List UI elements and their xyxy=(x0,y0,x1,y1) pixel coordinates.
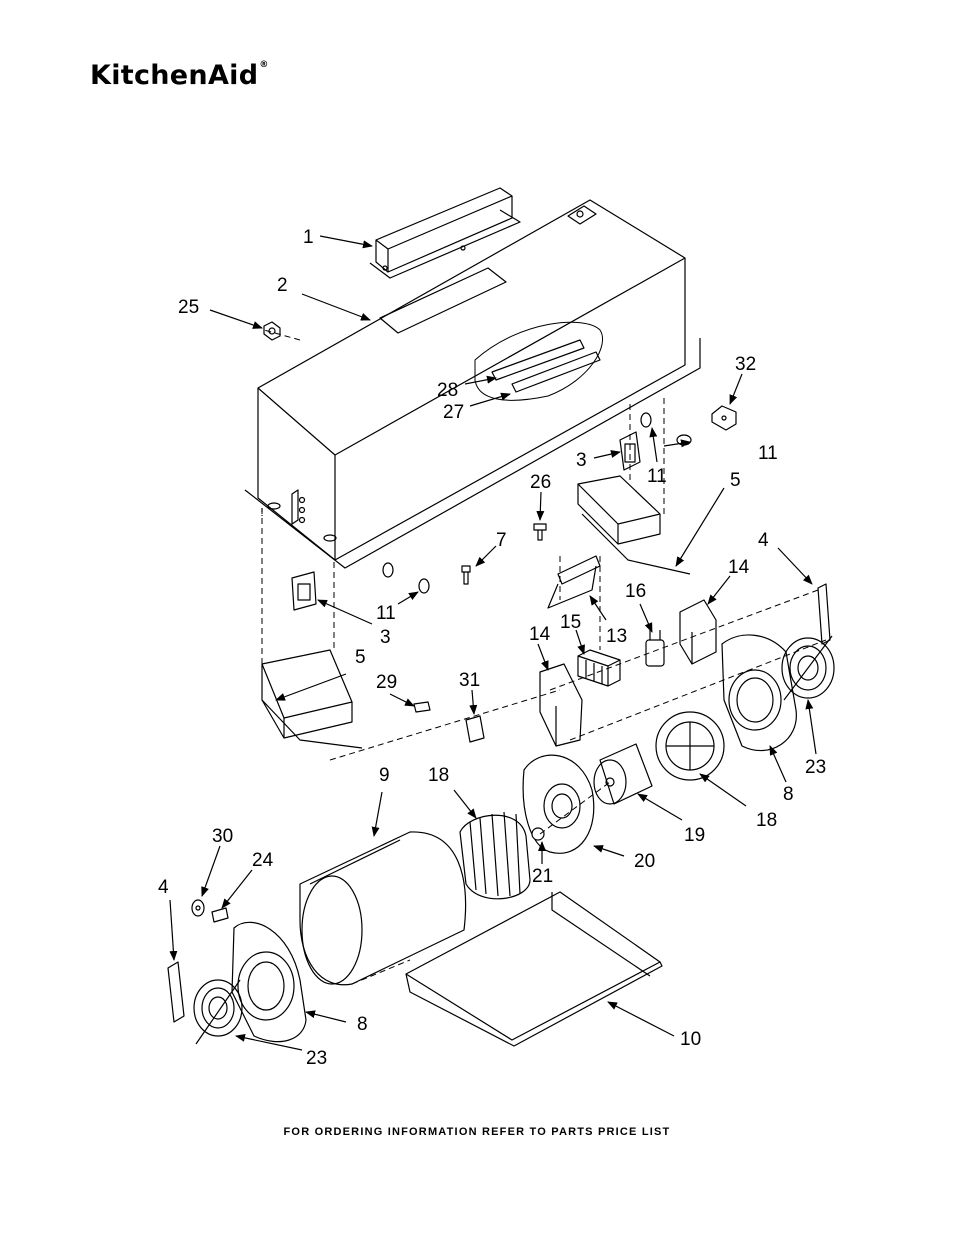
part-21-nut xyxy=(532,828,544,840)
part-3-switch-lower xyxy=(292,572,316,610)
callout-21: 21 xyxy=(532,866,553,887)
part-16-capacitor xyxy=(646,630,664,666)
callout-8-left: 8 xyxy=(357,1014,368,1035)
callout-3-upper: 3 xyxy=(576,450,587,471)
part-4-plate-left xyxy=(168,962,184,1022)
callout-30: 30 xyxy=(212,826,233,847)
callout-19: 19 xyxy=(684,825,705,846)
part-8-blower-housing-left xyxy=(232,922,306,1041)
callout-25: 25 xyxy=(178,297,199,318)
callout-16: 16 xyxy=(625,581,646,602)
part-29-screw xyxy=(414,702,430,712)
part-19-motor xyxy=(594,744,652,804)
part-24-bolt xyxy=(212,908,228,922)
part-15-terminal-block xyxy=(578,650,620,686)
ordering-info-footer: FOR ORDERING INFORMATION REFER TO PARTS … xyxy=(0,1126,954,1138)
part-26-screw xyxy=(534,524,546,540)
part-7-screw xyxy=(462,566,470,584)
callout-3-lower: 3 xyxy=(380,627,391,648)
callout-11-right: 11 xyxy=(758,443,778,464)
part-18-blower-wheel-left xyxy=(460,812,530,899)
callout-2: 2 xyxy=(277,275,288,296)
callout-4-left: 4 xyxy=(158,877,169,898)
callout-20: 20 xyxy=(634,851,655,872)
part-18-blower-wheel-right xyxy=(656,712,724,780)
callout-29: 29 xyxy=(376,672,397,693)
callout-24: 24 xyxy=(252,850,274,871)
callout-32: 32 xyxy=(735,354,756,375)
callout-18-right: 18 xyxy=(756,810,777,831)
callout-4-right: 4 xyxy=(758,530,769,551)
callout-27: 27 xyxy=(443,402,464,423)
callout-9: 9 xyxy=(379,765,390,786)
callout-31: 31 xyxy=(459,670,480,691)
callout-15: 15 xyxy=(560,612,581,633)
callout-14-right: 14 xyxy=(728,557,750,578)
part-4-plate-right xyxy=(818,584,830,644)
part-30-washer xyxy=(192,900,204,916)
callout-28: 28 xyxy=(437,380,458,401)
callout-13: 13 xyxy=(606,626,627,647)
callout-11-upper: 11 xyxy=(647,466,667,487)
callout-11-lower: 11 xyxy=(376,603,396,624)
callout-1: 1 xyxy=(303,227,314,248)
callout-8-right: 8 xyxy=(783,784,794,805)
part-14-relay-left xyxy=(540,664,582,746)
part-31-cap xyxy=(466,716,484,742)
callout-18-left: 18 xyxy=(428,765,449,786)
callout-26: 26 xyxy=(530,472,551,493)
callout-7: 7 xyxy=(496,530,507,551)
callout-23-right: 23 xyxy=(805,757,826,778)
callout-10: 10 xyxy=(680,1029,701,1050)
part-14-relay-right xyxy=(680,600,716,664)
callout-5-upper: 5 xyxy=(730,470,741,491)
callout-23-left: 23 xyxy=(306,1048,327,1069)
callout-14-left: 14 xyxy=(529,624,551,645)
callout-5-lower: 5 xyxy=(355,647,366,668)
part-32-clip xyxy=(712,406,736,430)
